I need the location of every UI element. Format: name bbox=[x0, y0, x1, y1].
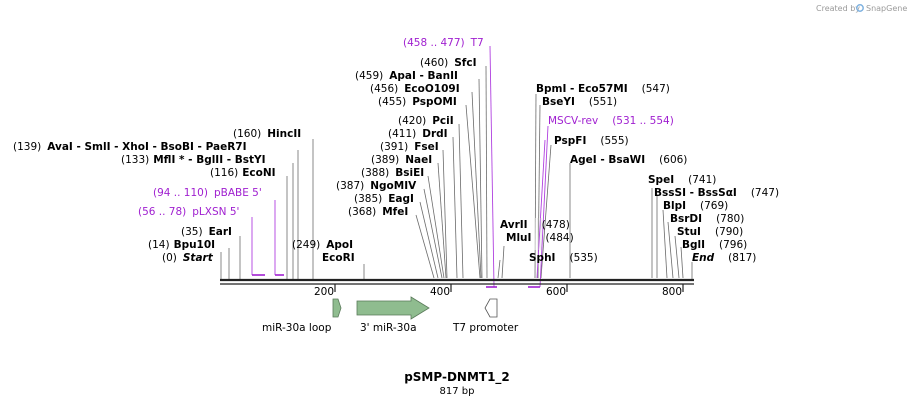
site-econi[interactable]: (116)EcoNI bbox=[210, 167, 276, 179]
site-eagi[interactable]: (385)EagI bbox=[354, 193, 414, 205]
site-ecoo109i[interactable]: (456)EcoO109I bbox=[370, 83, 460, 95]
site-sphi[interactable]: SphI(535) bbox=[529, 252, 598, 264]
site-avrii[interactable]: AvrII(478) bbox=[500, 219, 570, 231]
watermark-brand: SnapGene bbox=[866, 4, 907, 13]
site-fsei[interactable]: (391)FseI bbox=[380, 141, 439, 153]
site-agei-group[interactable]: AgeI - BsaWI(606) bbox=[570, 154, 687, 166]
primer-label-t7[interactable]: (458 .. 477)T7 bbox=[403, 37, 484, 49]
ruler-label-800: 800 bbox=[662, 286, 682, 298]
site-bsrdi[interactable]: BsrDI(780) bbox=[670, 213, 744, 225]
site-mfli-group[interactable]: (133)MflI * - BglII - BstYI bbox=[121, 154, 266, 166]
primer-label-plxsn[interactable]: (56 .. 78)pLXSN 5' bbox=[138, 206, 239, 218]
feature-t7-promoter-arrow[interactable] bbox=[484, 298, 498, 318]
site-blpi[interactable]: BlpI(769) bbox=[663, 200, 728, 212]
site-apoi[interactable]: (249)ApoI bbox=[292, 239, 353, 251]
watermark-created-by: Created by bbox=[816, 4, 860, 13]
site-bsssi-group[interactable]: BssSI - BssSαI(747) bbox=[654, 187, 779, 199]
ruler-label-200: 200 bbox=[314, 286, 334, 298]
feature-mir30a-loop-arrow[interactable] bbox=[332, 298, 342, 318]
snapgene-logo-icon bbox=[856, 4, 864, 12]
site-ngomiv[interactable]: (387)NgoMIV bbox=[336, 180, 417, 192]
site-end[interactable]: End(817) bbox=[692, 252, 756, 264]
site-bgli[interactable]: BglI(796) bbox=[682, 239, 747, 251]
site-spei[interactable]: SpeI(741) bbox=[648, 174, 716, 186]
feature-label-3-mir30a: 3' miR-30a bbox=[360, 322, 417, 334]
primer-label-pbabe[interactable]: (94 .. 110)pBABE 5' bbox=[153, 187, 262, 199]
ruler-ticks bbox=[334, 284, 684, 292]
primer-label-mscv-rev[interactable]: MSCV-rev(531 .. 554) bbox=[548, 115, 674, 127]
site-start[interactable]: (0)Start bbox=[162, 252, 214, 264]
site-pcii[interactable]: (420)PciI bbox=[398, 115, 454, 127]
dna-backbone bbox=[220, 278, 694, 285]
feature-label-t7-promoter: T7 promoter bbox=[452, 322, 519, 334]
site-ecori[interactable]: EcoRI bbox=[322, 252, 355, 264]
site-mlui[interactable]: MluI(484) bbox=[506, 232, 574, 244]
feature-label-mir30a-loop: miR-30a loop bbox=[262, 322, 332, 334]
map-title: pSMP-DNMT1_2 bbox=[404, 370, 510, 385]
feature-3-mir30a-arrow[interactable] bbox=[356, 296, 430, 320]
site-apai-group[interactable]: (459)ApaI - BanII bbox=[355, 70, 458, 82]
site-drdi[interactable]: (411)DrdI bbox=[388, 128, 448, 140]
map-length: 817 bp bbox=[440, 386, 475, 397]
site-stui[interactable]: StuI(790) bbox=[677, 226, 743, 238]
site-pspomi[interactable]: (455)PspOMI bbox=[378, 96, 457, 108]
ruler-label-600: 600 bbox=[546, 286, 566, 298]
primer-connector-lines bbox=[251, 45, 549, 288]
site-avai-group[interactable]: (139)AvaI - SmlI - XhoI - BsoBI - PaeR7I bbox=[13, 141, 247, 153]
site-mfei[interactable]: (368)MfeI bbox=[348, 206, 408, 218]
site-sfci[interactable]: (460)SfcI bbox=[420, 57, 477, 69]
site-connector-lines bbox=[220, 65, 693, 280]
site-bseyi[interactable]: BseYI(551) bbox=[542, 96, 617, 108]
site-naei[interactable]: (389)NaeI bbox=[371, 154, 432, 166]
site-hincii[interactable]: (160)HincII bbox=[233, 128, 301, 140]
site-guide-lines-light bbox=[534, 218, 542, 250]
site-bpmi-group[interactable]: BpmI - Eco57MI(547) bbox=[536, 83, 670, 95]
site-bpu10i[interactable]: (14)Bpu10I bbox=[148, 239, 215, 251]
site-bsiei[interactable]: (388)BsiEI bbox=[361, 167, 424, 179]
primer-bindings bbox=[252, 274, 540, 288]
site-pspfi[interactable]: PspFI(555) bbox=[554, 135, 629, 147]
site-eari[interactable]: (35)EarI bbox=[181, 226, 232, 238]
ruler-label-400: 400 bbox=[430, 286, 450, 298]
